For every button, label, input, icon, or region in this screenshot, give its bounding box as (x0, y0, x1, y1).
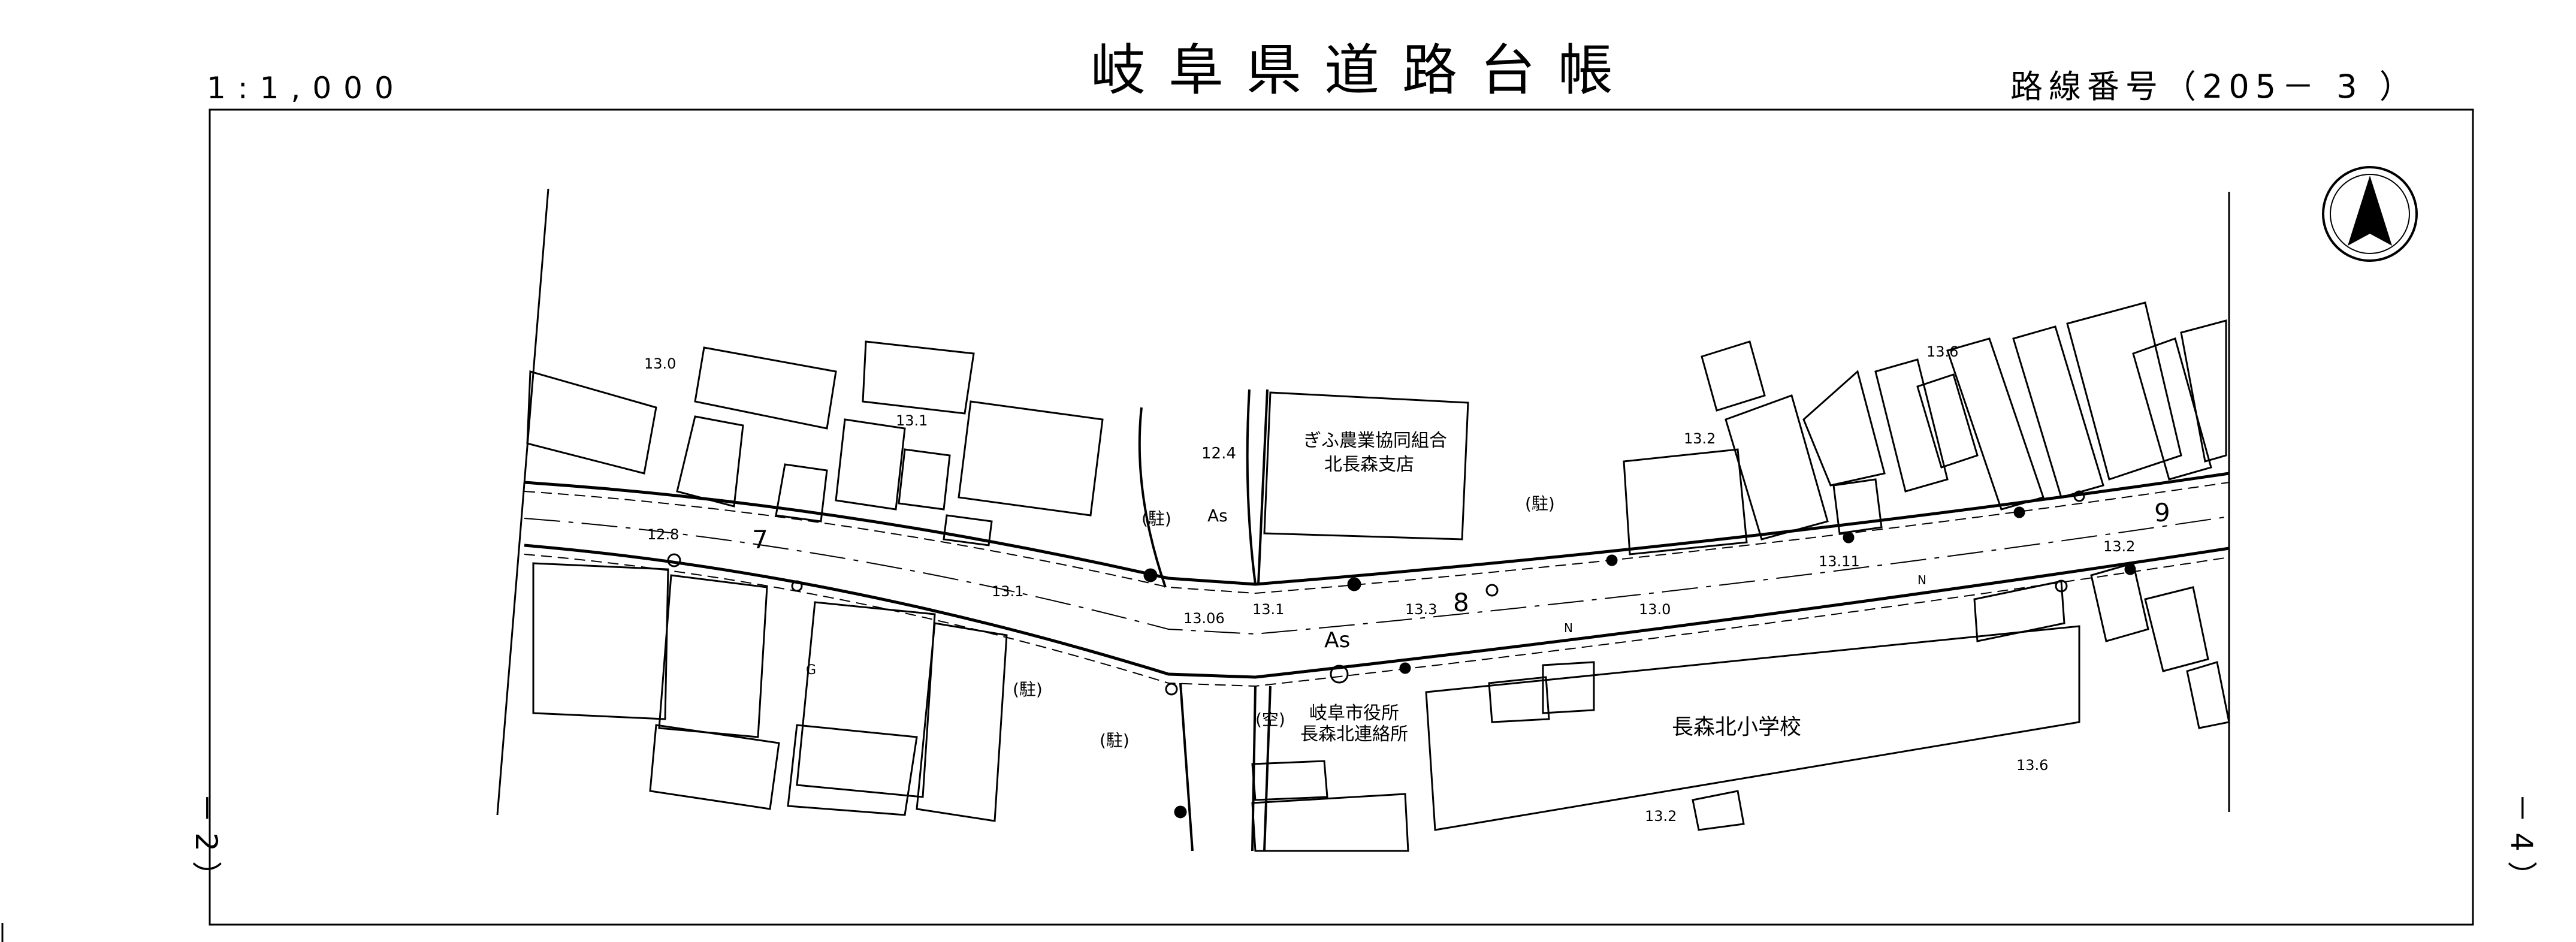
width-label: 13.0 (1639, 601, 1671, 618)
misc-letter: G (806, 663, 816, 678)
parking-label: (駐) (1100, 730, 1130, 750)
misc-letter: N (1564, 621, 1573, 635)
station-number: 7 (752, 525, 768, 554)
width-label: 12.4 (1201, 445, 1236, 463)
misc-letter: N (1917, 573, 1926, 587)
surface-label: As (1324, 628, 1350, 653)
point-features (667, 490, 2136, 819)
map-labels: 7 8 9 ぎふ農業協同組合 北長森支店 岐阜市役所 長森北連絡所 長森北小学校… (644, 343, 2170, 825)
road-edges (524, 472, 2230, 687)
width-label: 13.2 (2103, 538, 2135, 555)
width-label: 13.3 (1405, 601, 1437, 618)
parking-label: (駐) (1013, 680, 1043, 699)
width-label: 13.2 (1645, 808, 1677, 825)
school-label: 長森北小学校 (1672, 715, 1801, 739)
plan-extent-lines (496, 188, 2230, 816)
page-title: 岐阜県道路台帳 (1091, 38, 1636, 102)
route-number: 路線番号（205－ 3 ） (2010, 68, 2418, 105)
width-label: 12.8 (647, 526, 679, 543)
width-label: 13.1 (992, 583, 1023, 600)
city-office-label: 岐阜市役所 (1309, 703, 1399, 724)
width-label: 13.2 (1684, 430, 1716, 447)
map-frame (209, 108, 2474, 926)
parking-label: (駐) (1525, 494, 1555, 514)
north-arrow-icon (2322, 166, 2418, 262)
width-label: 13.11 (1819, 553, 1860, 570)
parking-label: (駐) (1141, 509, 1171, 529)
vacant-label: (空) (1255, 709, 1285, 729)
station-number: 8 (1453, 588, 1469, 617)
width-label: 13.0 (644, 355, 676, 372)
side-road (1138, 389, 1272, 852)
city-office-branch-label: 長森北連絡所 (1300, 724, 1408, 745)
width-label: 13.1 (896, 412, 928, 429)
surface-label: As (1207, 506, 1228, 526)
width-label: 13.6 (1926, 343, 1958, 360)
buildings (526, 301, 2230, 852)
ja-branch-label: 北長森支店 (1324, 454, 1414, 475)
map-scale: 1:1,000 (207, 71, 406, 105)
width-label: 13.1 (1252, 601, 1284, 618)
station-number: 9 (2154, 498, 2170, 527)
width-label: 13.06 (1183, 610, 1225, 627)
width-label: 13.6 (2016, 757, 2048, 774)
ja-label: ぎふ農業協同組合 (1303, 430, 1447, 451)
